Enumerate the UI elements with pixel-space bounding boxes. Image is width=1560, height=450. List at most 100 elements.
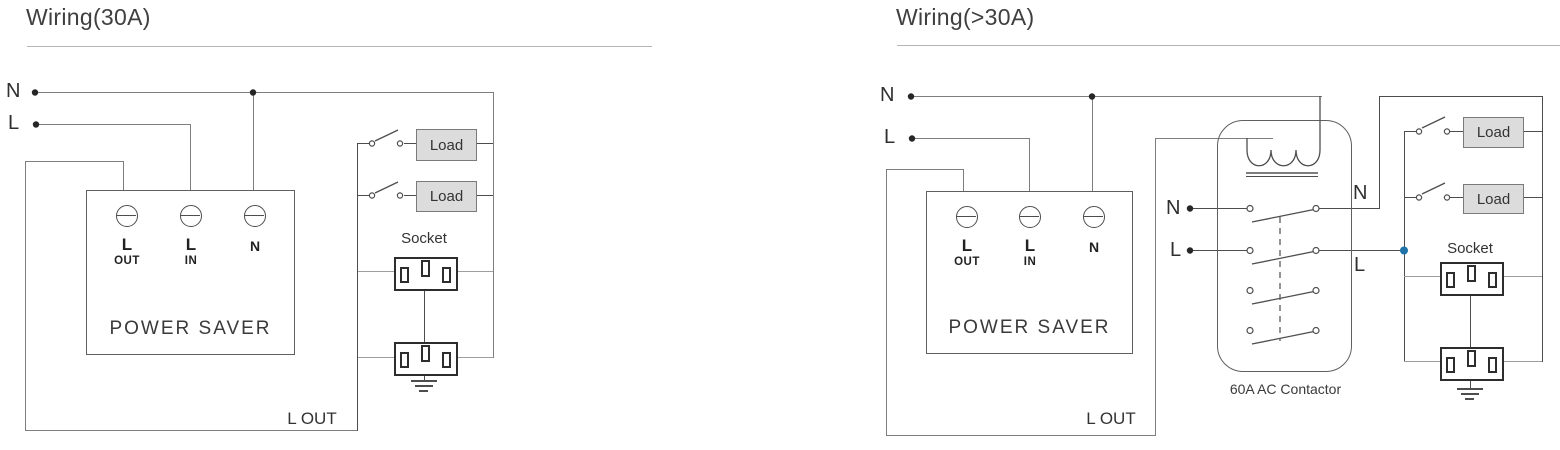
switch-contact-circle (1415, 128, 1423, 135)
ac-contactor-box (1217, 120, 1352, 372)
n-source-label: N (880, 84, 895, 106)
contactor-out-l-label: L (1354, 254, 1366, 276)
wire-segment (1470, 377, 1471, 388)
socket-outlet-1 (394, 257, 458, 291)
wire-segment (1450, 197, 1463, 198)
contact-blade (1251, 330, 1315, 345)
wire-segment (1319, 208, 1380, 209)
wire-segment (1092, 96, 1093, 191)
contactor-l-in-dot (1186, 247, 1194, 254)
switch-blade (374, 181, 399, 194)
wire-segment (886, 435, 1156, 436)
wire-segment (1190, 208, 1248, 209)
load-box-1: Load (416, 129, 477, 161)
switch-contact-circle (1443, 194, 1451, 201)
power-saver-name: POWER SAVER (109, 318, 272, 339)
socket-outlet-1 (1440, 262, 1504, 296)
wire-segment (36, 124, 190, 125)
socket-slot-left (400, 267, 409, 283)
switch-contact-circle (1443, 128, 1451, 135)
l-source-dot (32, 121, 40, 128)
socket-slot-right (442, 267, 451, 283)
diagram-title-gt30a: Wiring(>30A) (896, 4, 1035, 30)
terminal-sub: OUT (954, 255, 980, 268)
wire-segment (1246, 172, 1318, 174)
wire-segment (411, 380, 437, 382)
wire-segment (911, 96, 1322, 97)
wire-segment (912, 138, 1029, 139)
terminal-letter: N (249, 238, 261, 254)
power-saver-name: POWER SAVER (948, 317, 1111, 338)
terminal-label-n: N (1064, 236, 1124, 257)
terminal-letter: L (121, 235, 133, 254)
wire-segment (1246, 176, 1318, 177)
terminal-sub: IN (1023, 255, 1037, 268)
terminal-screw-l-out (116, 205, 138, 227)
terminal-label-l-out: L OUT (97, 235, 157, 268)
socket-slot-left (400, 352, 409, 368)
wire-segment (1404, 361, 1440, 362)
wire-segment (1404, 197, 1417, 198)
contactor-terminal-circle (1246, 286, 1254, 295)
wire-segment (886, 169, 887, 435)
wire-segment (886, 169, 963, 170)
l-junction-blue-dot (1400, 246, 1408, 255)
title-underline (897, 45, 1560, 46)
wire-segment (35, 92, 493, 93)
wire-segment (404, 143, 416, 144)
switch-blade (1421, 116, 1446, 129)
terminal-letter: L (1024, 236, 1036, 255)
wire-segment (1029, 138, 1030, 191)
wire-segment (1470, 281, 1471, 347)
contact-blade (1251, 290, 1315, 305)
contactor-coil-icon (1246, 96, 1321, 167)
wire-segment (25, 161, 26, 430)
terminal-sub: OUT (114, 254, 140, 267)
wire-segment (25, 430, 358, 431)
power-saver-box: L OUT L IN N POWER SAVER (86, 190, 295, 355)
socket-outlet-2 (394, 342, 458, 376)
terminal-screw-l-in (180, 205, 202, 227)
terminal-label-l-in: L IN (1000, 236, 1060, 269)
contactor-terminal-circle (1312, 246, 1320, 255)
wire-segment (475, 195, 493, 196)
n-junction-dot (1088, 93, 1096, 100)
socket-label: Socket (1447, 240, 1493, 257)
switch-contact-circle (396, 192, 404, 199)
wire-segment (357, 143, 358, 431)
load-box-1: Load (1463, 117, 1524, 148)
wire-segment (358, 357, 394, 358)
terminal-label-n: N (225, 235, 285, 256)
socket-label: Socket (401, 230, 447, 247)
wire-segment (454, 357, 493, 358)
socket-outlet-2 (1440, 347, 1504, 381)
contactor-n-in-dot (1186, 205, 1194, 212)
wire-segment (1190, 250, 1248, 251)
contactor-terminal-circle (1312, 286, 1320, 295)
diagram-wiring-30a: Wiring(30A) N L L OUT L IN N POWER SAVER… (0, 0, 700, 450)
wire-segment (358, 271, 394, 272)
switch-contact-circle (368, 192, 376, 199)
terminal-screw-l-out (956, 206, 978, 228)
switch-contact-circle (368, 140, 376, 147)
terminal-letter: L (185, 235, 197, 254)
wire-segment (475, 143, 493, 144)
terminal-screw-n (244, 205, 266, 227)
load-box-2: Load (1463, 184, 1524, 214)
load-box-2: Load (416, 181, 477, 212)
wire-segment (123, 161, 124, 190)
wire-segment (25, 161, 123, 162)
socket-slot-right (1488, 357, 1497, 373)
title-underline (27, 46, 652, 47)
wire-segment (357, 195, 369, 196)
wire-segment (454, 271, 493, 272)
wire-segment (424, 372, 425, 381)
wire-segment (1379, 96, 1380, 209)
l-source-label: L (8, 112, 20, 134)
wire-segment (1522, 131, 1542, 132)
contactor-in-n-label: N (1166, 197, 1181, 219)
l-out-wire-label: L OUT (1086, 409, 1136, 428)
wire-segment (1155, 138, 1273, 139)
socket-slot-ground (1467, 265, 1476, 282)
